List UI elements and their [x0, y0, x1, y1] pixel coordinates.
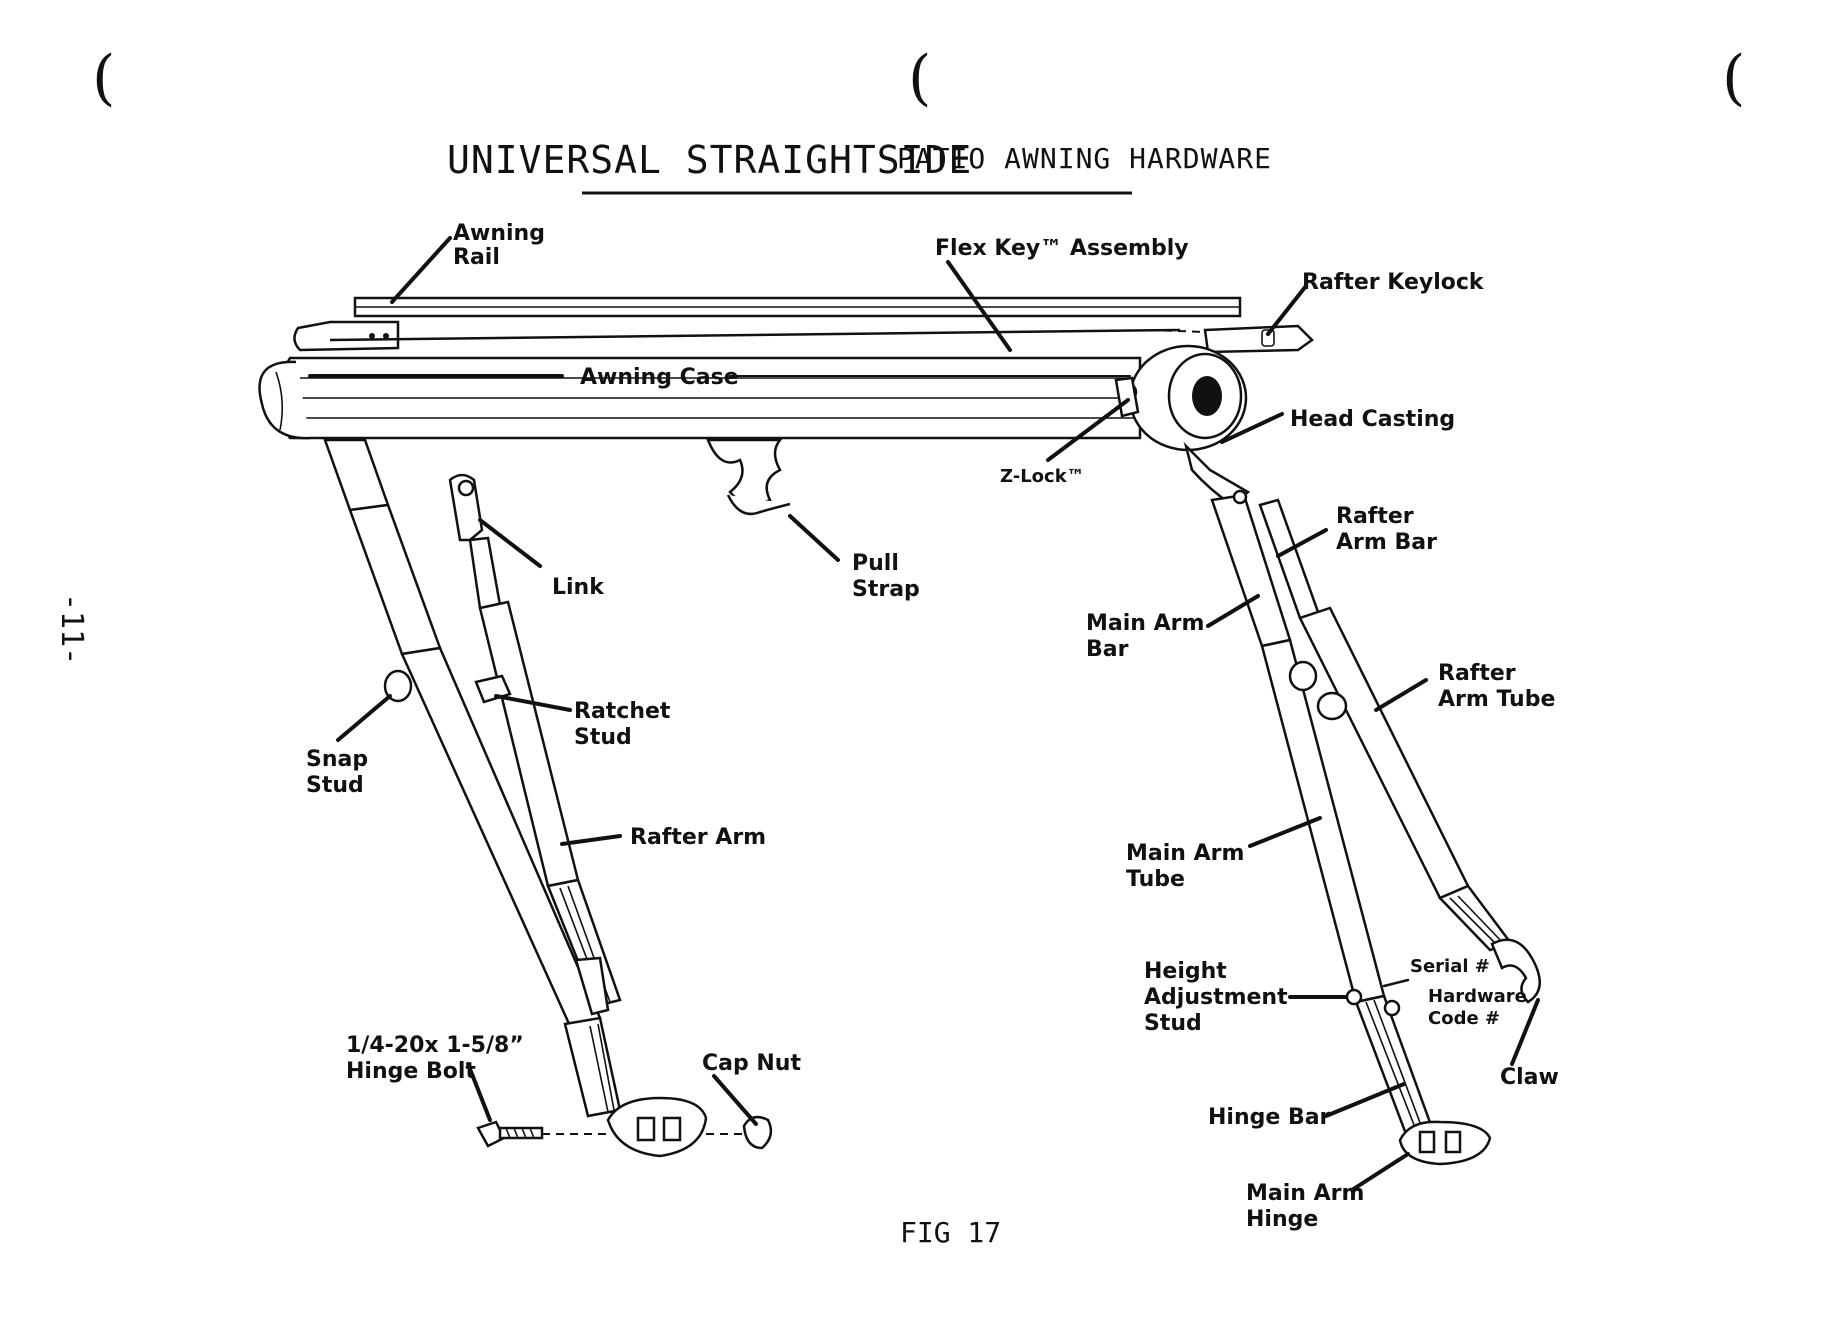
hinge-bolt — [476, 1120, 544, 1148]
leader-main-arm-bar — [1206, 594, 1260, 628]
height-adjustment-stud-part — [1345, 988, 1401, 1017]
cap-nut — [742, 1115, 773, 1150]
leader-serial — [1382, 978, 1410, 988]
label-snap-stud: Snap Stud — [306, 747, 376, 798]
label-rafter-arm-bar: Rafter Arm Bar — [1336, 504, 1437, 555]
pull-strap — [706, 438, 791, 516]
left-main-arm — [323, 438, 622, 1118]
margin-mark-center: ( — [908, 43, 931, 113]
leader-rafter-keylock — [1266, 284, 1308, 336]
label-cap-nut: Cap Nut — [702, 1051, 801, 1076]
leader-rafter-arm — [560, 834, 622, 846]
snap-stud — [383, 669, 413, 703]
leader-claw — [1510, 998, 1540, 1066]
right-main-arm-hinge — [1398, 1120, 1492, 1166]
head-casting — [1118, 344, 1251, 507]
label-height-adjustment-stud: Height Adjustment Stud — [1144, 959, 1295, 1036]
label-serial: Serial # — [1410, 956, 1490, 977]
label-main-arm-hinge: Main Arm Hinge — [1246, 1181, 1372, 1232]
label-rafter-keylock: Rafter Keylock — [1302, 270, 1485, 295]
margin-mark-right: ( — [1722, 43, 1745, 113]
leader-main-arm-hinge — [1350, 1152, 1410, 1192]
leader-pull-strap — [788, 514, 840, 562]
label-z-lock: Z-Lock™ — [1000, 466, 1085, 487]
label-main-arm-tube: Main Arm Tube — [1126, 841, 1252, 892]
right-arm-studs — [1288, 660, 1348, 721]
title-main: UNIVERSAL STRAIGHTSIDE — [447, 138, 972, 182]
label-hinge-bar: Hinge Bar — [1208, 1105, 1331, 1130]
leader-hinge-bar — [1324, 1082, 1406, 1118]
title-sub: PATIO AWNING HARDWARE — [897, 142, 1272, 175]
page-number: -11- — [54, 593, 89, 665]
label-rafter-arm: Rafter Arm — [630, 825, 766, 850]
right-main-arm — [1210, 489, 1434, 1136]
leader-head-casting — [1220, 412, 1284, 444]
leader-snap-stud — [336, 694, 392, 742]
leader-hinge-bolt — [466, 1062, 492, 1122]
leader-ratchet-stud — [494, 694, 572, 712]
leader-rafter-arm-tube — [1374, 678, 1428, 712]
label-claw: Claw — [1500, 1065, 1559, 1090]
right-rafter-arm — [1258, 498, 1512, 952]
figure-caption: FIG 17 — [900, 1216, 1001, 1249]
mounting-bracket-left — [293, 320, 400, 352]
label-main-arm-bar: Main Arm Bar — [1086, 611, 1212, 662]
leader-awning-rail — [390, 236, 452, 304]
label-hardware-code: Hardware Code # — [1428, 986, 1533, 1029]
label-pull-strap: Pull Strap — [852, 551, 920, 602]
awning-rail — [353, 296, 1242, 318]
leader-link — [478, 518, 542, 568]
leader-flex-key — [946, 260, 1012, 352]
label-awning-case: Awning Case — [580, 365, 739, 390]
leader-rafter-arm-bar — [1276, 528, 1328, 558]
label-link: Link — [552, 575, 605, 600]
leader-main-arm-tube — [1248, 816, 1322, 848]
claw — [1490, 938, 1541, 1004]
leader-z-lock — [1046, 398, 1130, 462]
left-hinge-hardware — [574, 956, 708, 1158]
label-flex-key-assembly: Flex Key™ Assembly — [935, 236, 1189, 261]
label-ratchet-stud: Ratchet Stud — [574, 699, 678, 750]
label-head-casting: Head Casting — [1290, 407, 1455, 432]
margin-mark-left: ( — [92, 43, 115, 113]
label-awning-rail: Awning Rail — [453, 221, 553, 270]
leader-cap-nut — [712, 1074, 758, 1126]
label-rafter-arm-tube: Rafter Arm Tube — [1438, 661, 1555, 712]
label-hinge-bolt: 1/4-20x 1-5/8” Hinge Bolt — [346, 1033, 531, 1084]
